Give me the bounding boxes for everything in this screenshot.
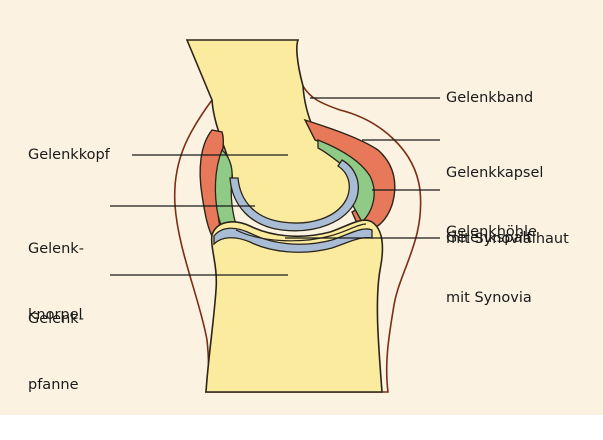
label-gelenkhoehle-line2: mit Synovia bbox=[446, 287, 537, 309]
label-gelenkspalt: Gelenkspalt bbox=[446, 227, 532, 249]
label-gelenkknorpel-line1: Gelenk- bbox=[28, 238, 84, 260]
label-gelenkpfanne: Gelenk- pfanne bbox=[28, 264, 84, 440]
label-gelenkband: Gelenkband bbox=[446, 87, 533, 109]
joint-diagram: Gelenkkopf Gelenk- knorpel Gelenk- pfann… bbox=[0, 0, 603, 415]
label-gelenkkopf: Gelenkkopf bbox=[28, 144, 110, 166]
label-gelenkpfanne-line2: pfanne bbox=[28, 374, 84, 396]
label-gelenkhoehle: Gelenkhöhle mit Synovia bbox=[446, 177, 537, 353]
label-gelenkpfanne-line1: Gelenk- bbox=[28, 308, 84, 330]
